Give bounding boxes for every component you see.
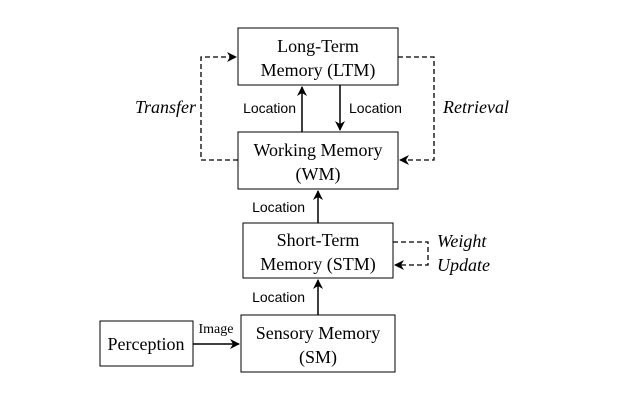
perception-node: Perception (99, 320, 194, 367)
wm-label-line2: (WM) (296, 164, 341, 185)
wm-node: Working Memory (WM) (237, 131, 399, 190)
perception-to-sm-label: Image (199, 322, 234, 337)
stm-label-line1: Short-Term (277, 230, 360, 250)
ltm-node: Long-Term Memory (LTM) (237, 27, 399, 86)
sm-label-line2: (SM) (299, 347, 337, 368)
weight-label: Weight (437, 231, 487, 251)
stm-label-line2: Memory (STM) (260, 254, 376, 275)
sm-to-stm-label: Location (252, 289, 305, 305)
sm-node: Sensory Memory (SM) (240, 314, 396, 373)
ltm-label-line2: Memory (LTM) (261, 60, 376, 81)
transfer-label: Transfer (135, 97, 197, 117)
stm-node: Short-Term Memory (STM) (242, 222, 394, 279)
retrieval-label: Retrieval (442, 97, 509, 117)
wm-to-ltm-label: Location (243, 100, 296, 116)
sm-label-line1: Sensory Memory (256, 323, 381, 343)
stm-to-wm-label: Location (252, 199, 305, 215)
wm-label-line1: Working Memory (253, 140, 382, 160)
weight-update-loop-arrow (393, 241, 429, 270)
ltm-label-line1: Long-Term (277, 36, 359, 56)
perception-label: Perception (108, 334, 185, 354)
ltm-to-wm-label: Location (349, 100, 402, 116)
update-label: Update (437, 255, 490, 275)
retrieval-loop-arrow (398, 56, 435, 165)
transfer-loop-arrow (200, 52, 238, 161)
